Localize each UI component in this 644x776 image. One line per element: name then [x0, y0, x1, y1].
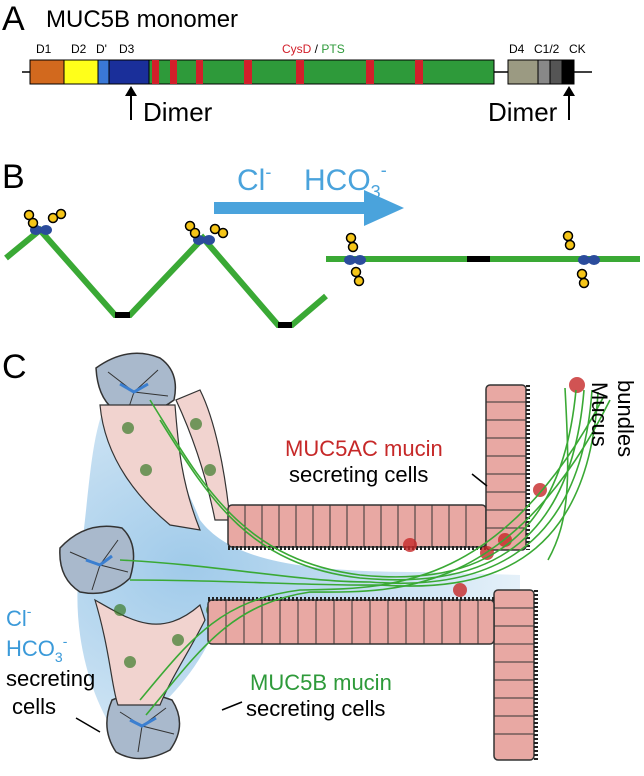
domain-label-d2: D2 [71, 42, 87, 56]
domain-label-dprime: D' [96, 42, 107, 56]
muc5ac-label: MUC5AC mucin [285, 436, 443, 461]
mucus-bundles [119, 387, 611, 716]
upper-epithelium [227, 504, 487, 550]
domain-d1 [29, 59, 65, 85]
domain-label-d4: D4 [509, 42, 525, 56]
airway-lumen [77, 395, 521, 740]
domain-label-cysd-pts: CysD / PTS [282, 42, 345, 56]
domain-pts [148, 59, 495, 85]
muc5b-leader-line [221, 701, 243, 711]
domain-label-ck: CK [569, 42, 586, 56]
domain-label-d1: D1 [36, 42, 52, 56]
ion-secreting-label-1: secreting [6, 666, 95, 691]
domain-ck [561, 59, 575, 85]
cysd-domain [415, 60, 423, 84]
panel-b: B Cl- HCO3- [2, 158, 640, 328]
ion-label-hco3: HCO3- [304, 160, 387, 202]
ion-secreting-gland-bottom [106, 693, 181, 760]
cysd-domain [170, 60, 177, 84]
cysd-domains [152, 60, 423, 84]
panel-c: C [2, 348, 638, 761]
muc5ac-subtitle: secreting cells [289, 462, 428, 487]
domain-d3 [108, 59, 150, 85]
panel-a-letter: A [2, 0, 25, 38]
domain-c1 [537, 59, 551, 85]
cysd-domain [196, 60, 203, 84]
ion-label-hco3: HCO3- [6, 633, 68, 665]
ion-leader-line [75, 717, 101, 733]
muc5b-label: MUC5B mucin [250, 670, 392, 695]
domain-c2 [549, 59, 563, 85]
ion-arrow [214, 190, 404, 226]
dimer-label-left: Dimer [143, 97, 213, 127]
vertical-epithelium [485, 384, 538, 761]
n-terminal-cluster [184, 220, 229, 245]
lower-epithelium [207, 597, 495, 645]
muc5ac-leader-line [471, 473, 488, 487]
n-terminal-cluster [344, 232, 366, 287]
panel-c-letter: C [2, 348, 27, 386]
dimer-arrow-left [125, 86, 137, 120]
mucus-label-line-2: bundles [613, 380, 638, 457]
mucus-label-line-1: Mucus [587, 382, 612, 447]
panel-a: A MUC5B monomer D1 D2 D' D3 CysD / PTS D… [2, 0, 592, 127]
linear-mucin [326, 230, 640, 289]
gland-duct-upper [99, 389, 231, 531]
domain-d4 [507, 59, 539, 85]
domain-d2 [63, 59, 99, 85]
n-terminal-cluster [23, 208, 67, 235]
dimer-arrow-right [563, 86, 575, 120]
cysd-domain [366, 60, 374, 84]
domain-label-c12: C1/2 [534, 42, 560, 56]
cysd-domain [296, 60, 304, 84]
muc5b-subtitle: secreting cells [246, 696, 385, 721]
cysd-domain [152, 60, 159, 84]
ion-label-cl: Cl- [237, 162, 271, 197]
n-terminal-cluster [562, 230, 600, 289]
dimer-label-right: Dimer [488, 97, 558, 127]
ion-secreting-label-2: cells [12, 694, 56, 719]
domain-dprime [97, 59, 110, 85]
panel-b-letter: B [2, 158, 25, 196]
ion-label-cl: Cl- [6, 603, 32, 631]
panel-a-title: MUC5B monomer [46, 6, 238, 33]
ion-secreting-gland-top [95, 352, 177, 416]
ion-secreting-gland-mid [59, 525, 135, 595]
folded-mucin [4, 208, 328, 328]
cysd-domain [244, 60, 252, 84]
domain-label-d3: D3 [119, 42, 135, 56]
